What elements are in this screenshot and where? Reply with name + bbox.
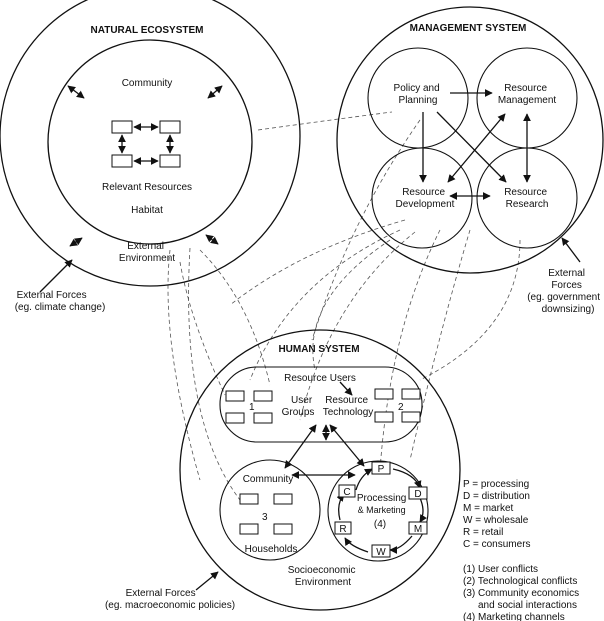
relevant-resources-label: Relevant Resources	[102, 182, 192, 193]
node-p-box	[371, 461, 391, 475]
tech-box	[374, 411, 394, 423]
community-conflict-number: 3	[262, 512, 268, 523]
resource-users-panel	[219, 366, 423, 443]
user-box	[253, 390, 273, 402]
resource-box	[111, 120, 133, 134]
legend: P = processing D = distribution M = mark…	[463, 479, 533, 550]
node-d-label: D	[414, 489, 421, 500]
human-outer-circle	[179, 329, 461, 611]
socioeconomic-label: Socioeconomic Environment	[288, 565, 359, 588]
natural-community-label: Community	[122, 78, 173, 89]
resource-box	[111, 154, 133, 168]
user-box	[225, 412, 245, 424]
node-c-box	[338, 484, 356, 498]
natural-title: NATURAL ECOSYSTEM	[91, 25, 204, 36]
management-outer-circle	[336, 6, 604, 274]
conflicts-legend: (1) User conflicts (2) Technological con…	[463, 564, 582, 621]
habitat-label: Habitat	[131, 205, 163, 216]
user-box	[225, 390, 245, 402]
resource-development-circle	[371, 147, 473, 249]
user-conflict-number: 1	[249, 402, 255, 413]
node-c-label: C	[343, 487, 350, 498]
node-d-box	[408, 486, 428, 500]
natural-inner-circle	[47, 39, 253, 245]
user-box	[253, 412, 273, 424]
human-title: HUMAN SYSTEM	[278, 344, 359, 355]
household-box	[273, 523, 293, 535]
resource-research-label: Resource Research	[504, 187, 550, 210]
node-p-label: P	[378, 464, 385, 475]
management-system: MANAGEMENT SYSTEM Policy and Planning Re…	[336, 6, 604, 274]
processing-label: Processing & Marketing (4)	[357, 493, 409, 530]
human-system: HUMAN SYSTEM Resource Users 1 2 User Gro…	[179, 329, 461, 611]
tech-box	[374, 388, 394, 400]
node-r-label: R	[339, 524, 346, 535]
natural-ecosystem: NATURAL ECOSYSTEM Community Relevant Res…	[0, 0, 301, 287]
resource-users-label: Resource Users	[284, 373, 356, 384]
community-circle	[219, 459, 321, 561]
household-box	[239, 493, 259, 505]
user-groups-label: User Groups	[282, 395, 315, 418]
external-forces-macro: External Forces (eg. macroeconomic polic…	[105, 588, 235, 611]
node-w-label: W	[376, 547, 386, 558]
node-w-box	[371, 544, 391, 558]
tech-box	[401, 411, 421, 423]
node-m-label: M	[414, 524, 422, 535]
household-box	[239, 523, 259, 535]
processing-circle	[327, 460, 429, 562]
resource-box	[159, 154, 181, 168]
conflicts-text: (1) User conflicts (2) Technological con…	[463, 564, 582, 621]
tech-box	[401, 388, 421, 400]
management-title: MANAGEMENT SYSTEM	[410, 23, 527, 34]
resource-technology-label: Resource Technology	[323, 395, 374, 418]
node-m-box	[408, 521, 428, 535]
external-forces-climate: External Forces (eg. climate change)	[15, 290, 106, 313]
community-label: Community	[243, 474, 294, 485]
resource-management-label: Resource Management	[498, 83, 557, 106]
resource-development-label: Resource Development	[396, 187, 455, 210]
household-box	[273, 493, 293, 505]
natural-outer-circle	[0, 0, 301, 287]
legend-text: P = processing D = distribution M = mark…	[463, 479, 533, 550]
external-forces-government: External Forces (eg. government downsizi…	[527, 268, 603, 315]
external-forces: External Forces (eg. climate change) Ext…	[15, 237, 603, 611]
tech-conflict-number: 2	[398, 402, 404, 413]
policy-label: Policy and Planning	[394, 83, 443, 106]
external-environment-label: External Environment	[119, 241, 175, 264]
resource-box	[159, 120, 181, 134]
node-r-box	[334, 521, 352, 535]
households-label: Households	[245, 544, 298, 555]
